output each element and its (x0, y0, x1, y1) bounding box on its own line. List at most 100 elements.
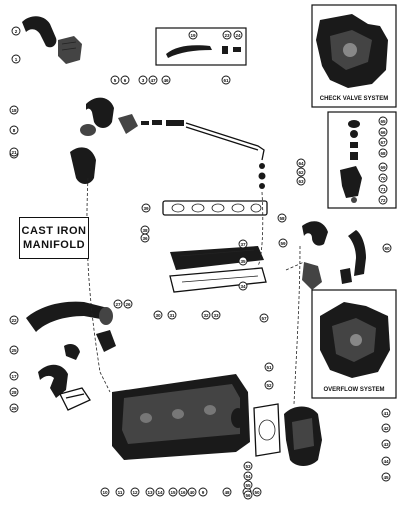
callout-34: 34 (238, 281, 248, 291)
svg-text:38: 38 (142, 228, 148, 233)
callout-6: 6 (120, 75, 130, 85)
callout-14: 14 (155, 487, 165, 497)
callout-72: 72 (378, 195, 388, 205)
callout-44: 44 (381, 456, 391, 466)
callout-13: 13 (145, 487, 155, 497)
callout-35: 35 (238, 256, 248, 266)
svg-text:23: 23 (224, 33, 230, 38)
callout-68: 68 (378, 148, 388, 158)
callout-63: 63 (296, 176, 306, 186)
svg-text:71: 71 (380, 187, 386, 192)
callout-50: 50 (252, 487, 262, 497)
svg-text:40: 40 (189, 490, 195, 495)
svg-text:39: 39 (143, 206, 149, 211)
svg-text:42: 42 (383, 426, 389, 431)
svg-text:46: 46 (163, 78, 169, 83)
check-valve-caption: CHECK VALVE SYSTEM (320, 96, 388, 102)
svg-text:10: 10 (102, 490, 108, 495)
left-lower-hoses (26, 301, 116, 411)
svg-text:50: 50 (254, 490, 260, 495)
svg-text:63: 63 (298, 179, 304, 184)
callouts: 2119232456347466118820216566676869707172… (9, 26, 392, 500)
svg-text:51: 51 (266, 365, 272, 370)
svg-text:17: 17 (11, 374, 17, 379)
callout-40: 40 (187, 487, 197, 497)
svg-text:1: 1 (15, 57, 18, 62)
svg-text:69: 69 (380, 165, 386, 170)
callout-37: 37 (238, 239, 248, 249)
svg-text:19: 19 (190, 33, 196, 38)
svg-text:15: 15 (170, 490, 176, 495)
svg-text:8: 8 (13, 128, 16, 133)
svg-text:54: 54 (245, 474, 251, 479)
svg-text:67: 67 (380, 140, 386, 145)
callout-17: 17 (9, 371, 19, 381)
svg-text:61: 61 (223, 78, 229, 83)
title-line-2: MANIFOLD (22, 239, 86, 251)
svg-text:25: 25 (11, 348, 17, 353)
hose-elbow-top (22, 16, 82, 64)
title-line-1: CAST IRON (21, 225, 87, 237)
svg-text:28: 28 (11, 390, 17, 395)
callout-18: 18 (9, 105, 19, 115)
callout-2: 2 (11, 26, 21, 36)
callout-41: 41 (381, 408, 391, 418)
callout-47: 47 (148, 75, 158, 85)
svg-text:53: 53 (245, 464, 251, 469)
callout-21: 21 (9, 147, 19, 157)
svg-text:14: 14 (157, 490, 163, 495)
callout-36: 36 (140, 233, 150, 243)
svg-text:32: 32 (203, 313, 209, 318)
svg-text:27: 27 (115, 302, 121, 307)
callout-33: 33 (211, 310, 221, 320)
svg-text:56: 56 (245, 493, 251, 498)
svg-text:66: 66 (380, 130, 386, 135)
svg-text:45: 45 (383, 475, 389, 480)
svg-text:58: 58 (279, 216, 285, 221)
svg-text:59: 59 (280, 241, 286, 246)
svg-text:12: 12 (132, 490, 138, 495)
callout-28: 28 (9, 387, 19, 397)
callout-64: 64 (296, 158, 306, 168)
svg-text:37: 37 (240, 242, 246, 247)
svg-text:65: 65 (380, 119, 386, 124)
callout-62: 62 (296, 167, 306, 177)
svg-text:16: 16 (180, 490, 186, 495)
callout-9: 9 (198, 487, 208, 497)
callout-69: 69 (378, 162, 388, 172)
svg-text:31: 31 (169, 313, 175, 318)
svg-text:3: 3 (142, 78, 145, 83)
svg-text:21: 21 (11, 150, 17, 155)
callout-57: 57 (259, 313, 269, 323)
callout-60: 60 (382, 243, 392, 253)
callout-42: 42 (381, 423, 391, 433)
callout-16: 16 (178, 487, 188, 497)
callout-54: 54 (243, 471, 253, 481)
svg-text:48: 48 (224, 490, 230, 495)
svg-text:62: 62 (298, 170, 304, 175)
manifold-top (169, 246, 267, 293)
callout-58: 58 (277, 213, 287, 223)
callout-3: 3 (138, 75, 148, 85)
callout-1: 1 (11, 54, 21, 64)
overflow-inset: OVERFLOW SYSTEM (311, 289, 397, 399)
callout-23: 23 (222, 30, 232, 40)
svg-text:55: 55 (245, 483, 251, 488)
svg-text:35: 35 (240, 259, 246, 264)
callout-46: 46 (161, 75, 171, 85)
svg-text:34: 34 (240, 284, 246, 289)
svg-text:2: 2 (15, 29, 18, 34)
svg-text:68: 68 (380, 151, 386, 156)
svg-text:6: 6 (124, 78, 127, 83)
exhaust-manifold-body (112, 374, 250, 460)
svg-text:22: 22 (11, 318, 17, 323)
callout-52: 52 (264, 380, 274, 390)
callout-70: 70 (378, 173, 388, 183)
svg-text:30: 30 (155, 313, 161, 318)
callout-24: 24 (233, 30, 243, 40)
callout-71: 71 (378, 184, 388, 194)
callout-66: 66 (378, 127, 388, 137)
callout-31: 31 (167, 310, 177, 320)
svg-text:72: 72 (380, 198, 386, 203)
